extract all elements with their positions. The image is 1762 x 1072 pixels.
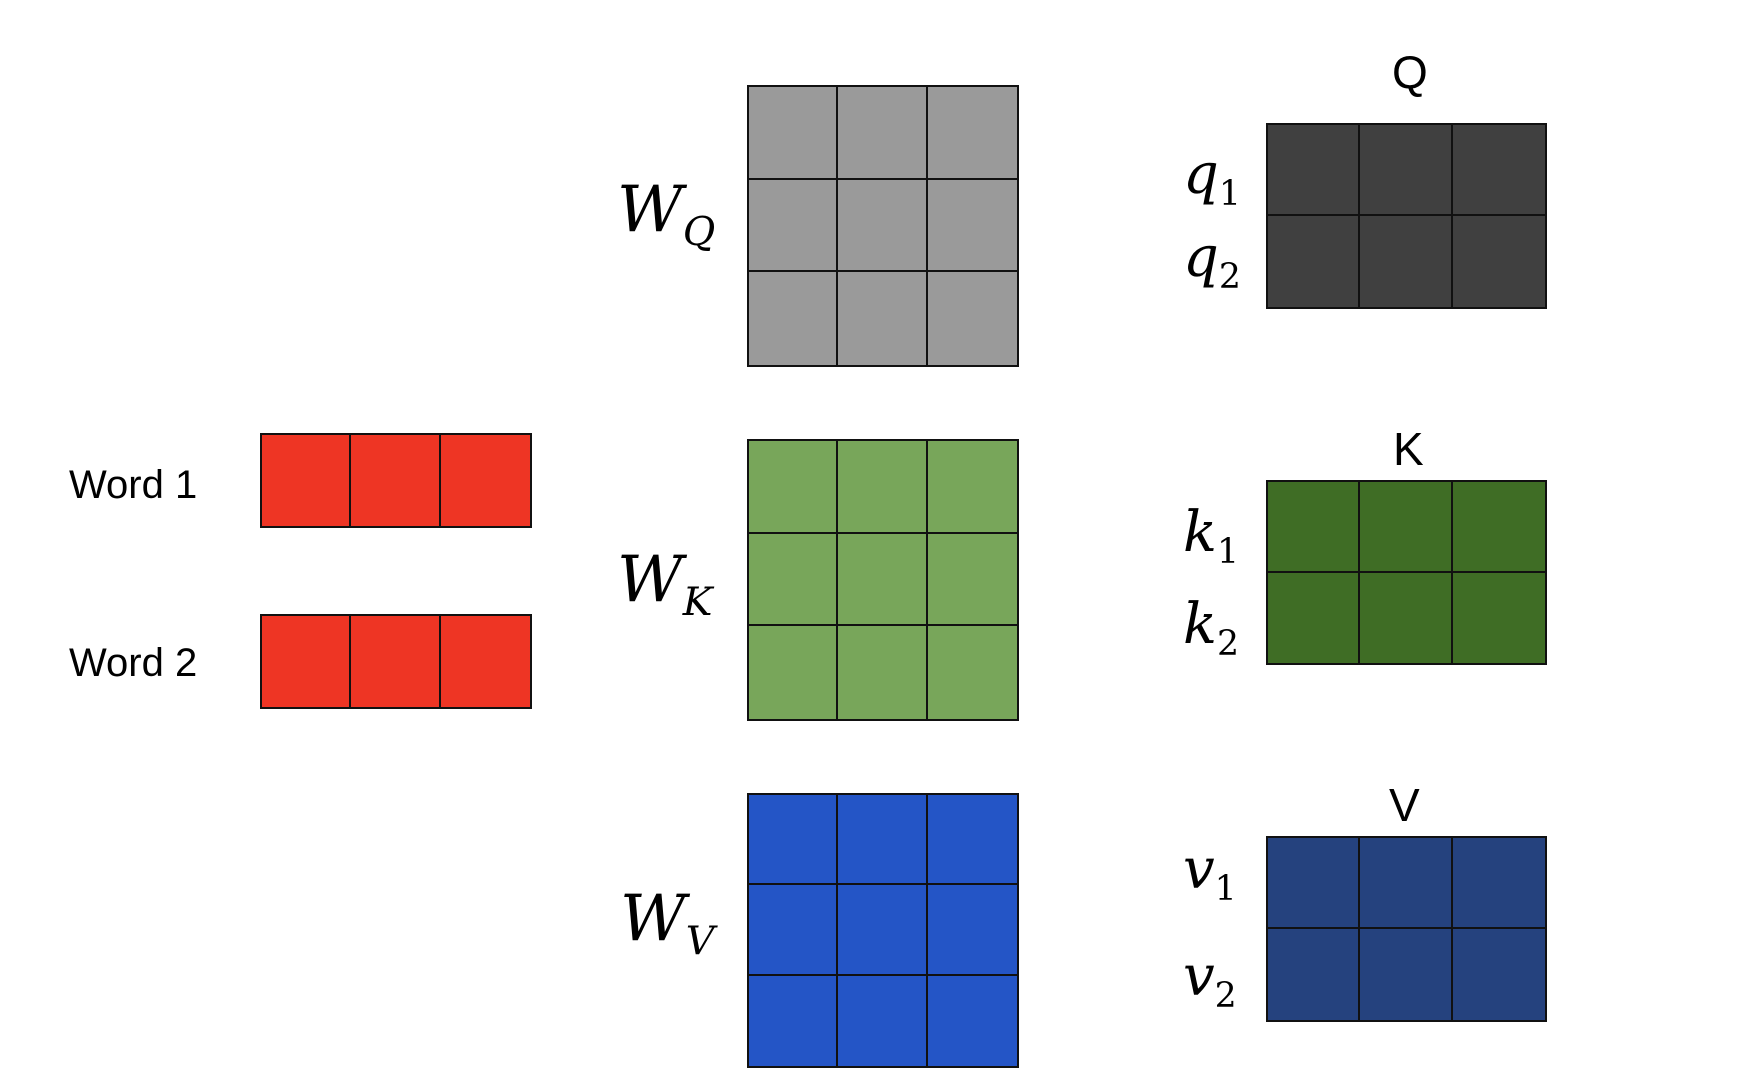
word-2-vector	[260, 614, 532, 709]
k-title: K	[1393, 423, 1424, 475]
matrix-cell	[838, 626, 928, 719]
matrix-cell	[927, 272, 1017, 365]
matrix-cell	[1452, 838, 1545, 929]
matrix-cell	[1452, 929, 1545, 1020]
matrix-cell	[262, 616, 352, 707]
q-matrix	[1266, 123, 1547, 309]
matrix-cell	[351, 616, 441, 707]
matrix-cell	[927, 885, 1017, 976]
matrix-cell	[749, 179, 839, 273]
matrix-cell	[927, 533, 1017, 627]
wv-label: WV	[620, 882, 715, 964]
matrix-cell	[838, 795, 928, 886]
matrix-cell	[927, 87, 1017, 180]
matrix-cell	[927, 441, 1017, 534]
matrix-cell	[838, 975, 928, 1066]
matrix-cell	[749, 626, 839, 719]
wv-matrix	[747, 793, 1019, 1068]
word-2-label: Word 2	[69, 641, 198, 685]
k2-label: k2	[1183, 592, 1240, 665]
matrix-cell	[927, 975, 1017, 1066]
matrix-cell	[1360, 482, 1453, 573]
word-1-label: Word 1	[69, 463, 198, 507]
v-title: V	[1389, 779, 1420, 831]
matrix-cell	[1360, 216, 1453, 307]
matrix-cell	[1268, 125, 1361, 216]
wk-label: WK	[617, 543, 713, 625]
wq-label: WQ	[617, 173, 716, 255]
k1-label: k1	[1183, 500, 1240, 573]
matrix-cell	[838, 441, 928, 534]
matrix-cell	[1268, 838, 1361, 929]
matrix-cell	[1360, 929, 1453, 1020]
q1-label: q1	[1183, 142, 1241, 215]
matrix-cell	[838, 533, 928, 627]
matrix-cell	[1452, 216, 1545, 307]
k-matrix	[1266, 480, 1547, 665]
matrix-cell	[749, 272, 839, 365]
wk-matrix	[747, 439, 1019, 721]
matrix-cell	[749, 87, 839, 180]
matrix-cell	[927, 795, 1017, 886]
matrix-cell	[440, 435, 530, 526]
v-matrix	[1266, 836, 1547, 1022]
matrix-cell	[1360, 572, 1453, 663]
matrix-cell	[838, 179, 928, 273]
word-1-vector	[260, 433, 532, 528]
matrix-cell	[1452, 125, 1545, 216]
matrix-cell	[1268, 216, 1361, 307]
matrix-cell	[440, 616, 530, 707]
matrix-cell	[351, 435, 441, 526]
matrix-cell	[838, 885, 928, 976]
q2-label: q2	[1183, 225, 1241, 298]
matrix-cell	[749, 975, 839, 1066]
matrix-cell	[1452, 572, 1545, 663]
wq-matrix	[747, 85, 1019, 367]
matrix-cell	[262, 435, 352, 526]
matrix-cell	[749, 533, 839, 627]
matrix-cell	[1360, 838, 1453, 929]
matrix-cell	[838, 87, 928, 180]
matrix-cell	[927, 179, 1017, 273]
matrix-cell	[1268, 482, 1361, 573]
matrix-cell	[1360, 125, 1453, 216]
matrix-cell	[1268, 572, 1361, 663]
matrix-cell	[749, 795, 839, 886]
matrix-cell	[838, 272, 928, 365]
matrix-cell	[749, 885, 839, 976]
matrix-cell	[749, 441, 839, 534]
v2-label: v2	[1183, 944, 1237, 1017]
q-title: Q	[1392, 46, 1428, 98]
matrix-cell	[927, 626, 1017, 719]
matrix-cell	[1452, 482, 1545, 573]
matrix-cell	[1268, 929, 1361, 1020]
v1-label: v1	[1183, 837, 1237, 910]
